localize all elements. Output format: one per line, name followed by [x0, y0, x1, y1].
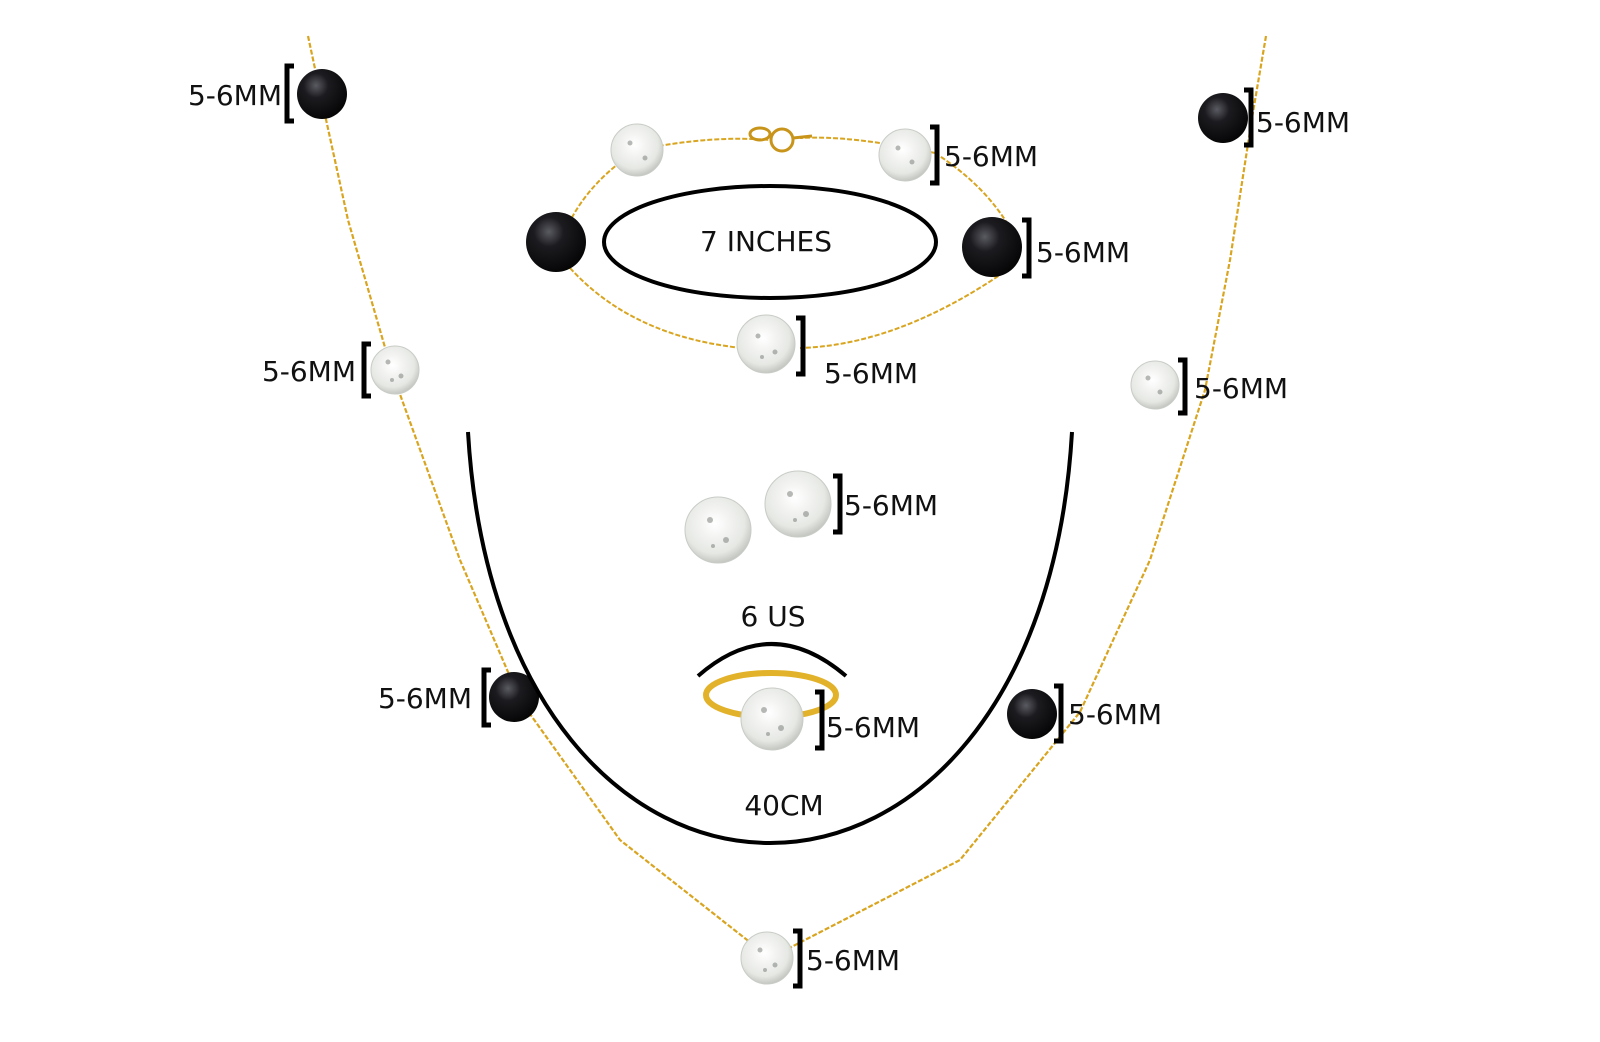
crystal-ball: [370, 345, 420, 395]
crystal-ball: [610, 123, 664, 177]
crystal-ball: [736, 314, 796, 374]
bracket-right-bottom: [1054, 683, 1064, 744]
black-pearl: [1198, 93, 1248, 143]
bracket-ring: [815, 689, 825, 751]
ring-size-label: 6 US: [741, 600, 806, 633]
size-label-bottom-crystal: 5-6MM: [806, 944, 900, 977]
earrings: [684, 470, 832, 564]
crystal-ball: [764, 470, 832, 538]
bracket-right-crystal: [1178, 357, 1188, 416]
necklace-length-curve: [466, 431, 1074, 845]
bracelet-beads: [526, 123, 1022, 374]
bracket-left-top: [284, 63, 294, 124]
black-pearl: [1007, 689, 1057, 739]
size-label-right-top-pearl: 5-6MM: [1256, 106, 1350, 139]
bracelet-length-oval: [602, 184, 938, 300]
bracket-right-top: [1244, 87, 1254, 148]
size-label-right-bottom-pearl: 5-6MM: [1068, 698, 1162, 731]
labels: 5-6MM 5-6MM 5-6MM 5-6MM 5-6MM 5-6MM 5-6M…: [188, 79, 1350, 977]
crystal-ball: [684, 496, 752, 564]
bracket-left-crystal: [361, 341, 371, 399]
crystal-ball: [878, 128, 932, 182]
necklace-beads: [297, 69, 1248, 985]
size-label-bracelet-right-pearl: 5-6MM: [1036, 236, 1130, 269]
ring-size-arc: [696, 642, 848, 678]
bracket-bracelet-bottom: [796, 315, 806, 377]
bracket-bottom: [793, 928, 803, 989]
bracket-left-bottom: [481, 667, 491, 728]
crystal-ball: [740, 687, 804, 751]
size-label-earrings: 5-6MM: [844, 489, 938, 522]
size-brackets: [284, 63, 1254, 989]
bracket-bracelet-top: [930, 124, 940, 186]
size-label-left-crystal: 5-6MM: [262, 355, 356, 388]
black-pearl: [297, 69, 347, 119]
necklace-length-label: 40CM: [744, 789, 823, 822]
black-pearl: [489, 672, 539, 722]
necklace-chain-left: [306, 35, 771, 959]
necklace-chain-right: [769, 35, 1268, 959]
size-label-ring-bead: 5-6MM: [826, 711, 920, 744]
crystal-sparkles: [385, 140, 1163, 972]
size-label-right-crystal: 5-6MM: [1194, 372, 1288, 405]
crystal-ball: [740, 931, 794, 985]
black-pearl: [962, 217, 1022, 277]
bracket-earrings: [833, 473, 843, 535]
size-label-bracelet-bottom-crystal: 5-6MM: [824, 357, 918, 390]
bracket-bracelet-right: [1022, 217, 1032, 279]
size-label-left-bottom-pearl: 5-6MM: [378, 682, 472, 715]
bracelet-length-label: 7 INCHES: [700, 225, 832, 258]
measurement-lines: [466, 184, 1074, 845]
size-label-bracelet-top-crystal: 5-6MM: [944, 140, 1038, 173]
bracelet-clasp: [748, 126, 813, 153]
ring: [703, 670, 839, 751]
crystal-ball: [1130, 360, 1180, 410]
black-pearl: [526, 212, 586, 272]
size-label-left-top-pearl: 5-6MM: [188, 79, 282, 112]
